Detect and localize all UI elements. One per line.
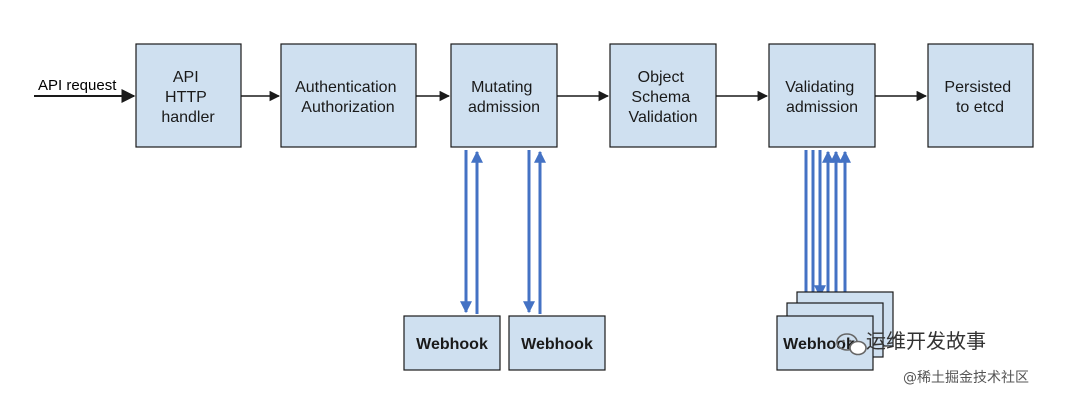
svg-text:API HTTP handler: API HTTP handler bbox=[161, 69, 215, 126]
watermark-title: 运维开发故事 bbox=[866, 329, 986, 353]
stage-mutating-admission: Mutating admission bbox=[450, 43, 558, 148]
webhook-box-mutating-2: Webhook bbox=[508, 315, 606, 371]
stage-label: to etcd bbox=[956, 99, 1004, 116]
stage-object-schema-validation: Object Schema Validation bbox=[609, 43, 717, 148]
webhook-label: Webhook bbox=[521, 336, 593, 353]
stage-label: Authorization bbox=[301, 99, 394, 116]
stage-persisted-etcd: Persisted to etcd bbox=[927, 43, 1034, 148]
webhook-box-mutating-1: Webhook bbox=[403, 315, 501, 371]
mutating-webhook-arrows bbox=[460, 150, 546, 314]
stage-label: Object bbox=[638, 69, 685, 86]
svg-text:Persisted to etcd: Persisted to etcd bbox=[944, 79, 1015, 116]
stage-label: API bbox=[173, 69, 199, 86]
stage-api-handler: API HTTP handler bbox=[135, 43, 242, 148]
svg-text:Mutating admission: Mutating admission bbox=[468, 79, 540, 116]
webhook-stack-validating: Webhook bbox=[776, 291, 894, 371]
watermark-subtitle: @稀土掘金技术社区 bbox=[903, 370, 1029, 386]
stage-authentication: Authentication Authorization bbox=[280, 43, 417, 148]
stage-label: admission bbox=[786, 99, 858, 116]
stage-label: Schema bbox=[631, 89, 690, 106]
api-request-label: API request bbox=[38, 77, 117, 94]
webhook-label: Webhook bbox=[416, 336, 488, 353]
svg-text:Authentication Authoriza: Authentication Authorization bbox=[295, 79, 401, 116]
stage-label: admission bbox=[468, 99, 540, 116]
svg-text:Validating admission: Validating admission bbox=[785, 79, 859, 116]
stage-label: Validating bbox=[785, 79, 854, 96]
stage-label: Mutating bbox=[471, 79, 532, 96]
stage-label: HTTP bbox=[165, 89, 206, 106]
validating-webhook-arrows bbox=[800, 150, 851, 316]
watermark: 运维开发故事 @稀土掘金技术社区 bbox=[836, 329, 1029, 386]
stage-label: handler bbox=[161, 109, 215, 126]
wechat-icon bbox=[836, 333, 867, 356]
stage-validating-admission: Validating admission bbox=[768, 43, 876, 148]
stage-label: Validation bbox=[628, 109, 697, 126]
stage-label: Persisted bbox=[944, 79, 1011, 96]
svg-text:Object Schema Vali: Object Schema Validation bbox=[628, 69, 697, 126]
stage-label: Authentication bbox=[295, 79, 396, 96]
